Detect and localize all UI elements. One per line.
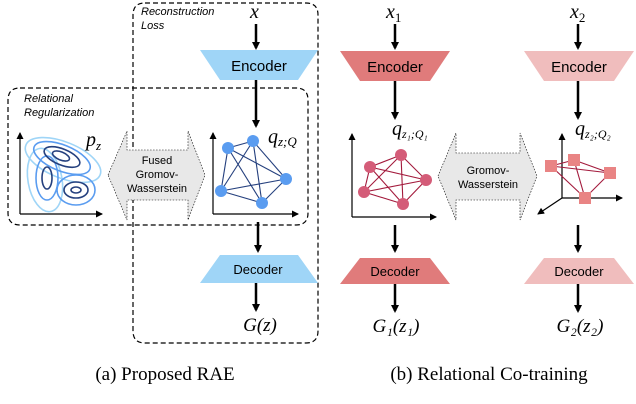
encoder2-block [524, 51, 634, 81]
decoder2-block [524, 258, 634, 284]
relational-regularization-box [7, 87, 309, 226]
input-x: x [249, 1, 259, 23]
fgw-label-3: Wasserstein [127, 183, 187, 195]
encoder1-label: Encoder [367, 59, 423, 76]
gw-label-2: Wasserstein [458, 179, 518, 191]
output-g1: G₁(z₁) [373, 316, 420, 337]
input-x1: x1 [385, 1, 401, 25]
q1-label: qz₁;Q₁ [392, 118, 428, 141]
decoder-label: Decoder [233, 262, 283, 277]
prior-label: pz [84, 129, 101, 153]
encoder-block [200, 50, 318, 80]
reconstruction-loss-box [132, 2, 319, 344]
latent2-3d-plot [537, 133, 623, 215]
recon-label-line1: Reconstruction [141, 6, 214, 18]
encoder2-label: Encoder [551, 59, 607, 76]
fused-gw-double-arrow [107, 130, 206, 221]
decoder2-label: Decoder [554, 264, 604, 279]
output-g2: G₂(z₂) [557, 316, 604, 337]
posterior-plot [209, 132, 299, 218]
decoder1-block [340, 258, 450, 284]
posterior-label: qz;Q [268, 126, 297, 149]
gw-double-arrow [437, 132, 538, 221]
caption-b: (b) Relational Co-training [390, 364, 588, 385]
latent1-plot [348, 133, 437, 221]
prior-plot [16, 132, 103, 218]
fgw-label-2: Gromov- [136, 169, 179, 181]
recon-label-line2: Loss [141, 20, 165, 32]
caption-a: (a) Proposed RAE [95, 364, 234, 385]
input-x2: x2 [569, 1, 585, 25]
q2-label: qz₂;Q₂ [575, 118, 611, 141]
gw-label-1: Gromov- [467, 165, 510, 177]
encoder-label: Encoder [231, 58, 287, 75]
reg-label-line2: Regularization [24, 107, 94, 119]
output-gz: G(z) [243, 315, 277, 336]
encoder1-block [340, 51, 450, 81]
reg-label-line1: Relational [24, 93, 73, 105]
decoder-block [200, 255, 318, 283]
decoder1-label: Decoder [370, 264, 420, 279]
fgw-label-1: Fused [142, 155, 173, 167]
